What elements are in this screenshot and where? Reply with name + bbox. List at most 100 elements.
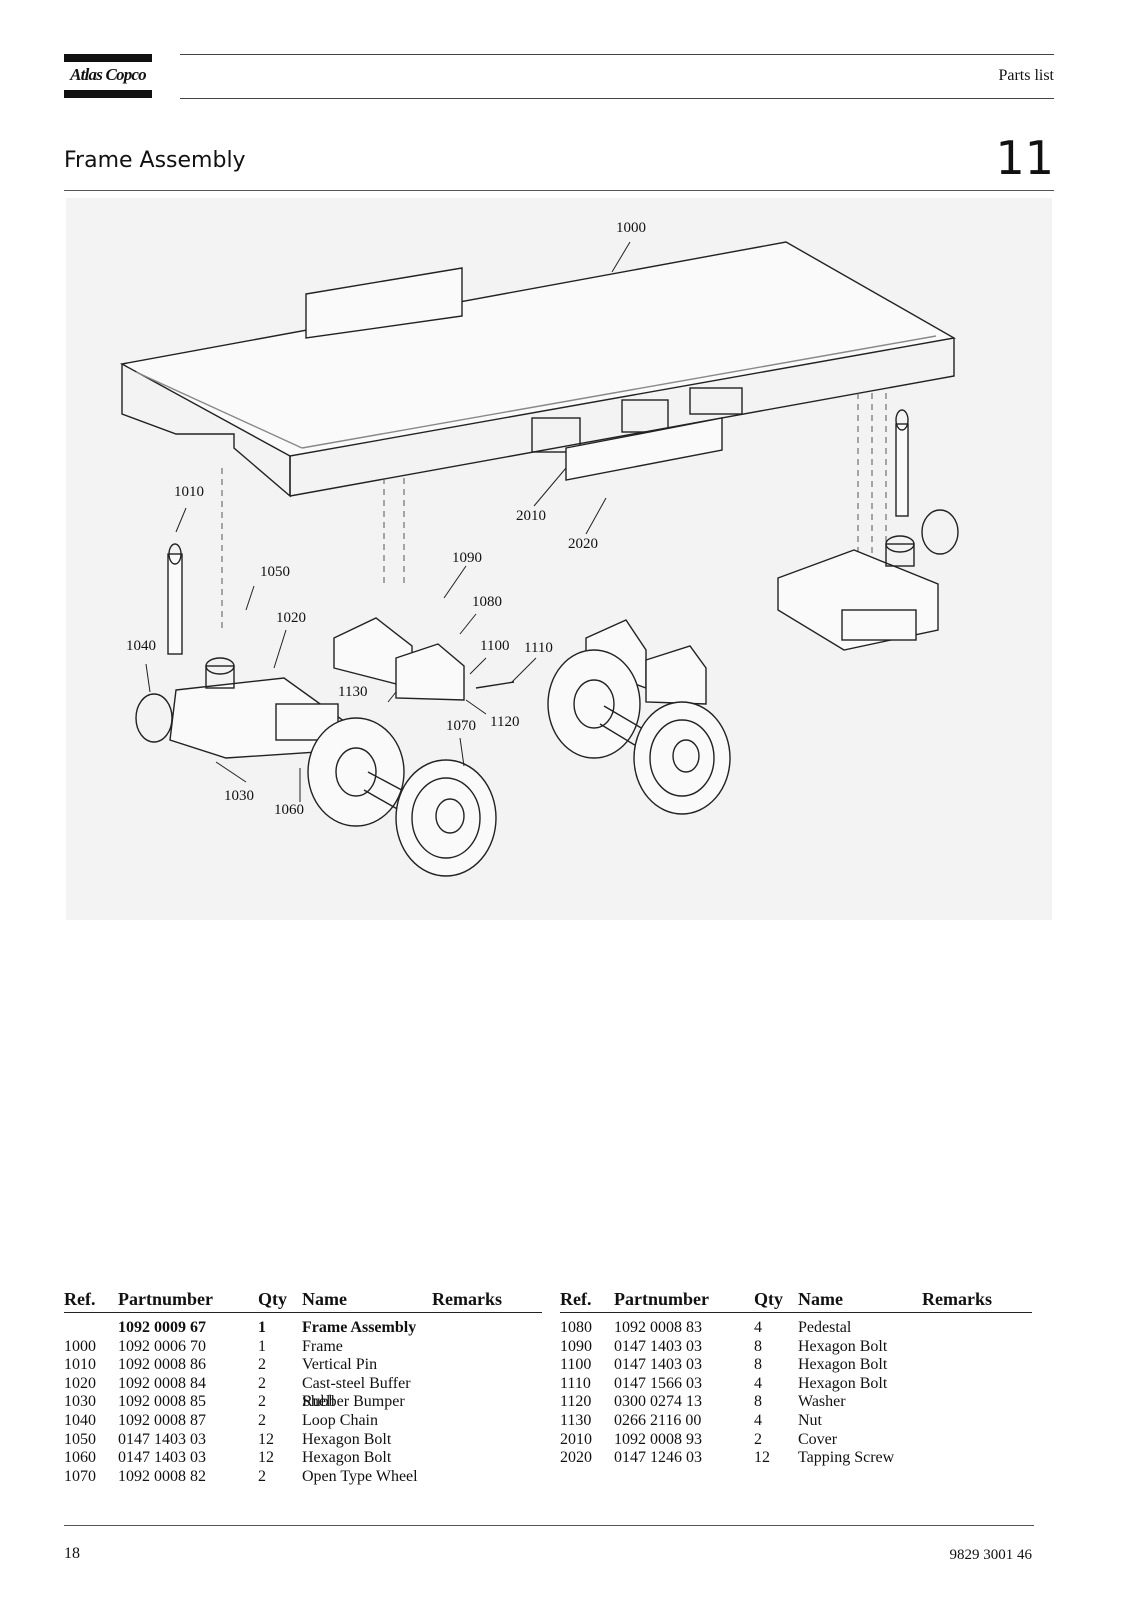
- cell-ref: 1070: [64, 1467, 96, 1485]
- header-partnumber: Partnumber: [614, 1289, 709, 1309]
- cell-qty: 2: [258, 1411, 266, 1429]
- callout-1070: 1070: [446, 718, 476, 734]
- cell-partnumber: 1092 0008 87: [118, 1411, 206, 1429]
- title-rule: [64, 190, 1054, 191]
- cell-remarks: [922, 1375, 1032, 1394]
- cell-qty: 1: [258, 1319, 266, 1336]
- cell-ref: 1100: [560, 1356, 592, 1374]
- cell-name: Hexagon Bolt: [302, 1449, 392, 1467]
- cell-qty: 2: [258, 1356, 266, 1374]
- cell-ref: 2020: [560, 1449, 592, 1467]
- cell-name: Hexagon Bolt: [798, 1337, 888, 1355]
- cell-partnumber: 1092 0008 85: [118, 1393, 206, 1411]
- drawing-lines: [119, 241, 959, 877]
- cell-partnumber: 1092 0008 86: [118, 1356, 206, 1374]
- cell-name: Washer: [798, 1393, 846, 1411]
- cell-qty: 8: [754, 1337, 762, 1355]
- cell-name: Cover: [798, 1430, 838, 1448]
- cell-partnumber: 1092 0008 82: [118, 1467, 206, 1485]
- cell-partnumber: 1092 0009 67: [118, 1319, 206, 1336]
- cell-partnumber: 1092 0008 83: [614, 1319, 702, 1336]
- cell-ref: 1130: [560, 1411, 592, 1429]
- logo-wordmark: Atlas Copco: [70, 65, 147, 84]
- cell-partnumber: 1092 0008 93: [614, 1430, 702, 1448]
- header-rule-top: [180, 54, 1054, 55]
- section-label: Parts list: [998, 67, 1054, 84]
- cell-remarks: [432, 1431, 542, 1450]
- cell-remarks: [922, 1412, 1032, 1431]
- cell-ref: 1120: [560, 1393, 592, 1411]
- cell-name: Rubber Bumper: [302, 1393, 405, 1411]
- callout-1130: 1130: [338, 684, 368, 700]
- table-header: Ref. Partnumber Qty Name Remarks: [64, 1289, 542, 1313]
- table-row: 1020 1092 0008 84 2 Cast-steel Buffer Shell: [64, 1374, 542, 1411]
- cell-qty: 8: [754, 1356, 762, 1374]
- cell-partnumber: 1092 0006 70: [118, 1337, 206, 1355]
- callout-1110: 1110: [524, 640, 553, 656]
- cell-name: Loop Chain: [302, 1411, 378, 1429]
- cell-partnumber: 1092 0008 84: [118, 1374, 206, 1392]
- cell-name: Cast-steel Buffer Shell: [302, 1374, 411, 1411]
- cell-ref: 1090: [560, 1337, 592, 1355]
- cell-partnumber: 0266 2116 00: [614, 1411, 702, 1429]
- cell-ref: 1020: [64, 1374, 96, 1392]
- cell-ref: 1080: [560, 1319, 592, 1336]
- callout-1100: 1100: [480, 638, 510, 654]
- cell-partnumber: 0147 1403 03: [614, 1356, 702, 1374]
- cell-ref: 1010: [64, 1356, 96, 1374]
- cell-remarks: [922, 1338, 1032, 1357]
- header-qty: Qty: [258, 1289, 287, 1309]
- cell-qty: 8: [754, 1393, 762, 1411]
- callout-1000: 1000: [616, 220, 646, 236]
- cell-name: Hexagon Bolt: [302, 1430, 392, 1448]
- cell-qty: 2: [754, 1430, 762, 1448]
- header-ref: Ref.: [560, 1289, 592, 1309]
- page-title: Frame Assembly: [64, 148, 246, 173]
- header-remarks: Remarks: [432, 1289, 502, 1309]
- callout-1060: 1060: [274, 802, 304, 818]
- cell-remarks: [432, 1375, 542, 1394]
- callout-1080: 1080: [472, 594, 502, 610]
- cell-remarks: [432, 1338, 542, 1357]
- cell-name: Pedestal: [798, 1319, 852, 1336]
- cell-remarks: [922, 1319, 1032, 1338]
- callout-1040: 1040: [126, 638, 156, 654]
- table-header: Ref. Partnumber Qty Name Remarks: [560, 1289, 1032, 1313]
- cell-qty: 12: [754, 1449, 770, 1467]
- cell-name: Vertical Pin: [302, 1356, 378, 1374]
- callout-2020: 2020: [568, 536, 598, 552]
- header-ref: Ref.: [64, 1289, 96, 1309]
- cell-ref: 1110: [560, 1374, 591, 1392]
- cell-ref: 1050: [64, 1430, 96, 1448]
- cell-partnumber: 0147 1403 03: [118, 1430, 206, 1448]
- cell-remarks: [432, 1356, 542, 1375]
- cell-name: Nut: [798, 1411, 822, 1429]
- table-row: 1080 1092 0008 83 4 Pedestal: [560, 1319, 1032, 1338]
- cell-qty: 4: [754, 1319, 762, 1336]
- cell-remarks: [432, 1319, 542, 1338]
- page-number: 18: [64, 1545, 80, 1562]
- cell-partnumber: 0147 1566 03: [614, 1374, 702, 1392]
- cell-ref: 1060: [64, 1449, 96, 1467]
- cell-name: Hexagon Bolt: [798, 1374, 888, 1392]
- cell-remarks: [922, 1431, 1032, 1450]
- callout-1120: 1120: [490, 714, 520, 730]
- callout-1010: 1010: [174, 484, 204, 500]
- cell-remarks: [432, 1468, 542, 1487]
- logo-bar-bottom: [64, 90, 152, 98]
- cell-qty: 2: [258, 1393, 266, 1411]
- cell-ref: [64, 1319, 118, 1338]
